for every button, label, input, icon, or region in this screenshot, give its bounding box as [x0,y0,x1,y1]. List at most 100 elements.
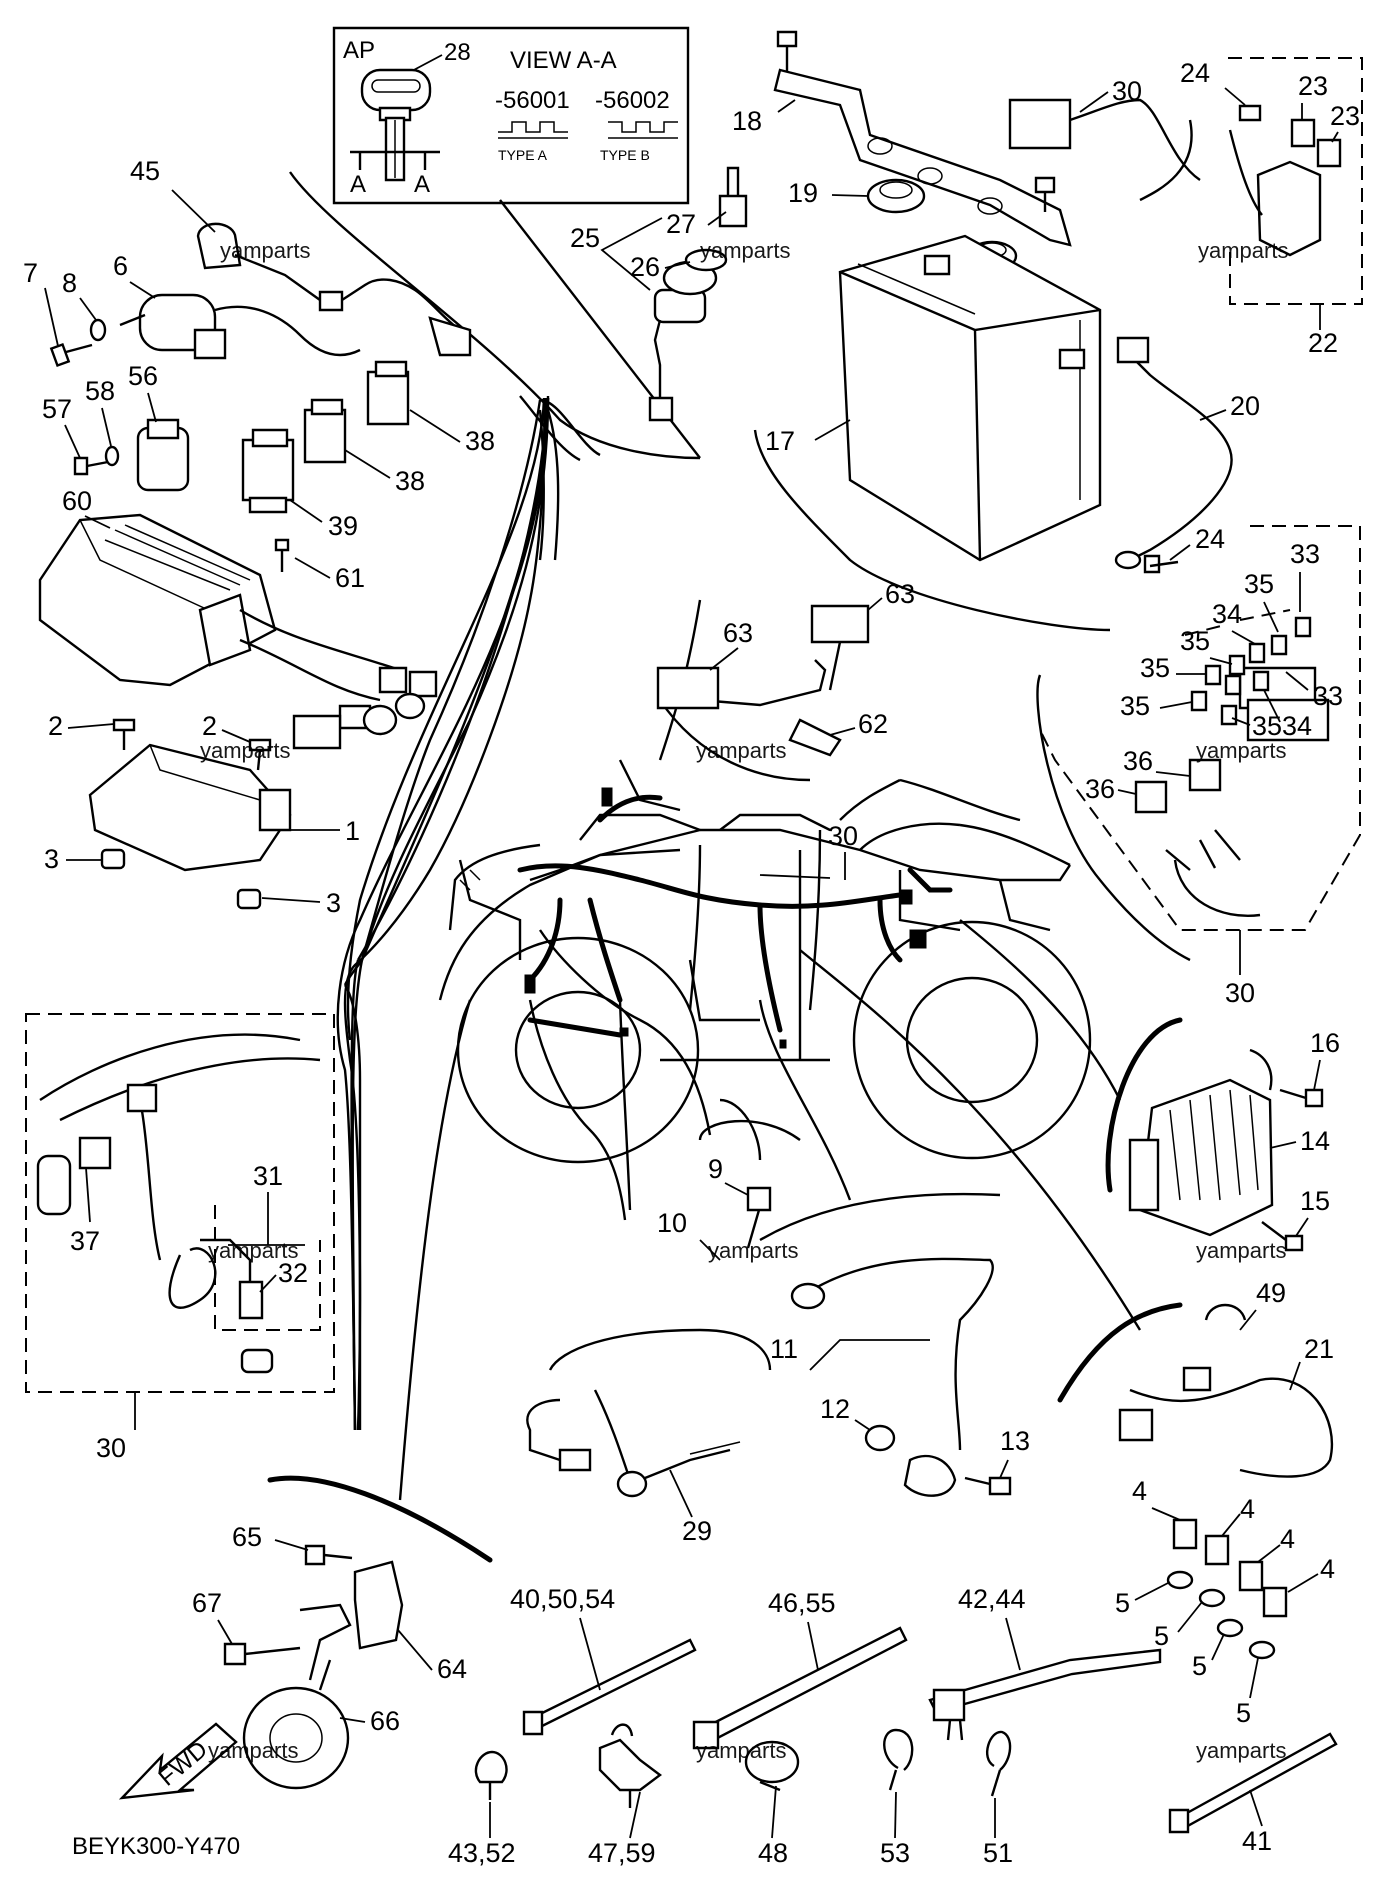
callout-1: 1 [345,816,360,846]
callout-22: 22 [1308,328,1338,358]
callout-40-50-54: 40,50,54 [510,1584,615,1614]
part-46-cable-tie [694,1628,906,1748]
callout-66: 66 [370,1706,400,1736]
harness-leaders [400,600,1140,1500]
part-2-bolt-right [250,740,270,770]
part-11-speed-sensor-lead [792,1259,993,1496]
type-b-label: TYPE B [600,147,650,163]
watermark-5: yamparts [696,738,786,763]
callout-34b: 34 [1282,711,1312,741]
callout-4b: 4 [1240,1494,1255,1524]
callout-45: 45 [130,156,160,186]
part-38-relay-lower [305,400,345,462]
callout-30-right: 30 [1225,978,1255,1008]
code-b: -56002 [595,87,670,114]
watermark-12: yamparts [1196,1738,1286,1763]
part-1-cdi-unit [90,745,290,870]
part-51-clip [987,1732,1010,1796]
callout-4c: 4 [1280,1524,1295,1554]
callout-5c: 5 [1192,1651,1207,1681]
part-9-sensor [748,1188,770,1248]
atv-vehicle-outline [440,760,1090,1162]
part-3-grommet-right [238,890,260,908]
part-7-bolt [51,344,92,365]
section-boundaries [270,172,1190,1560]
part-24-bolt-lower [1145,556,1178,572]
watermark-8: yamparts [708,1238,798,1263]
callout-67: 67 [192,1588,222,1618]
part-53-clip [884,1730,912,1790]
callout-17: 17 [765,426,795,456]
fuse-icons [1192,618,1310,724]
callout-35b: 35 [1180,626,1210,656]
watermark-10: yamparts [208,1738,298,1763]
callout-31: 31 [253,1161,283,1191]
callout-33a: 33 [1290,539,1320,569]
watermark-2: yamparts [700,238,790,263]
callout-49: 49 [1256,1278,1286,1308]
callout-23a: 23 [1298,71,1328,101]
section-a-left: A [350,171,366,198]
callout-34a: 34 [1212,599,1242,629]
callout-9: 9 [708,1154,723,1184]
callout-4d: 4 [1320,1554,1335,1584]
callout-2a: 2 [48,711,63,741]
part-30-fuse-box [1040,526,1360,930]
part-39-relay [243,430,293,512]
key-type-label: AP [343,37,375,64]
callout-28: 28 [444,39,471,66]
part-45-sensor [198,224,470,355]
callout-4a: 4 [1132,1476,1147,1506]
part-64-horn-bracket [300,1562,402,1680]
watermark-7: yamparts [208,1238,298,1263]
part-20-battery-cable [1116,338,1232,568]
part-57-bolt [75,458,108,474]
callout-12: 12 [820,1394,850,1424]
part-47-clamp [600,1725,660,1808]
callout-65: 65 [232,1522,262,1552]
part-12-o-ring [866,1426,894,1450]
part-38-relay-upper [368,362,408,424]
section-a-right: A [414,171,430,198]
watermark-1: yamparts [220,238,310,263]
part-15-bolt [1262,1222,1302,1250]
part-19-grommet-a [868,180,924,212]
part-66-horn [244,1660,348,1788]
callout-20: 20 [1230,391,1260,421]
callout-61: 61 [335,563,365,593]
part-58-washer [106,447,118,465]
callout-36a: 36 [1123,746,1153,776]
key-icon [350,70,440,180]
part-6-ignition-coil [120,295,360,358]
part-41-cable-tie [1170,1734,1336,1832]
callout-62: 62 [858,709,888,739]
callout-15: 15 [1300,1186,1330,1216]
callout-47-59: 47,59 [588,1838,656,1868]
part-63-fuse-holder-b [812,606,868,690]
callout-14: 14 [1300,1126,1330,1156]
part-14-rectifier-regulator [1130,1050,1272,1235]
callout-35a: 35 [1244,569,1274,599]
part-42-clip-tie [930,1650,1160,1740]
part-43-clamp [476,1752,507,1800]
type-a-label: TYPE A [498,147,548,163]
part-49-clamp [1206,1305,1245,1320]
callout-24-lower: 24 [1195,524,1225,554]
part-4-switches [1174,1520,1286,1616]
watermark-9: yamparts [1196,1238,1286,1263]
callout-51: 51 [983,1838,1013,1868]
callout-46-55: 46,55 [768,1588,836,1618]
callout-10: 10 [657,1208,687,1238]
callout-32: 32 [278,1258,308,1288]
callout-42-44: 42,44 [958,1584,1026,1614]
callout-16: 16 [1310,1028,1340,1058]
callout-64: 64 [437,1654,467,1684]
callout-5b: 5 [1154,1621,1169,1651]
diagram-code: BEYK300-Y470 [72,1833,240,1860]
callout-23b: 23 [1330,101,1360,131]
key-view-inset: AP 28 VIEW A-A -56001 -56002 TYPE A TYPE… [334,28,688,203]
callout-3a: 3 [44,844,59,874]
callout-6: 6 [113,251,128,281]
callout-63b: 63 [885,579,915,609]
inset-30-left [26,1014,334,1392]
